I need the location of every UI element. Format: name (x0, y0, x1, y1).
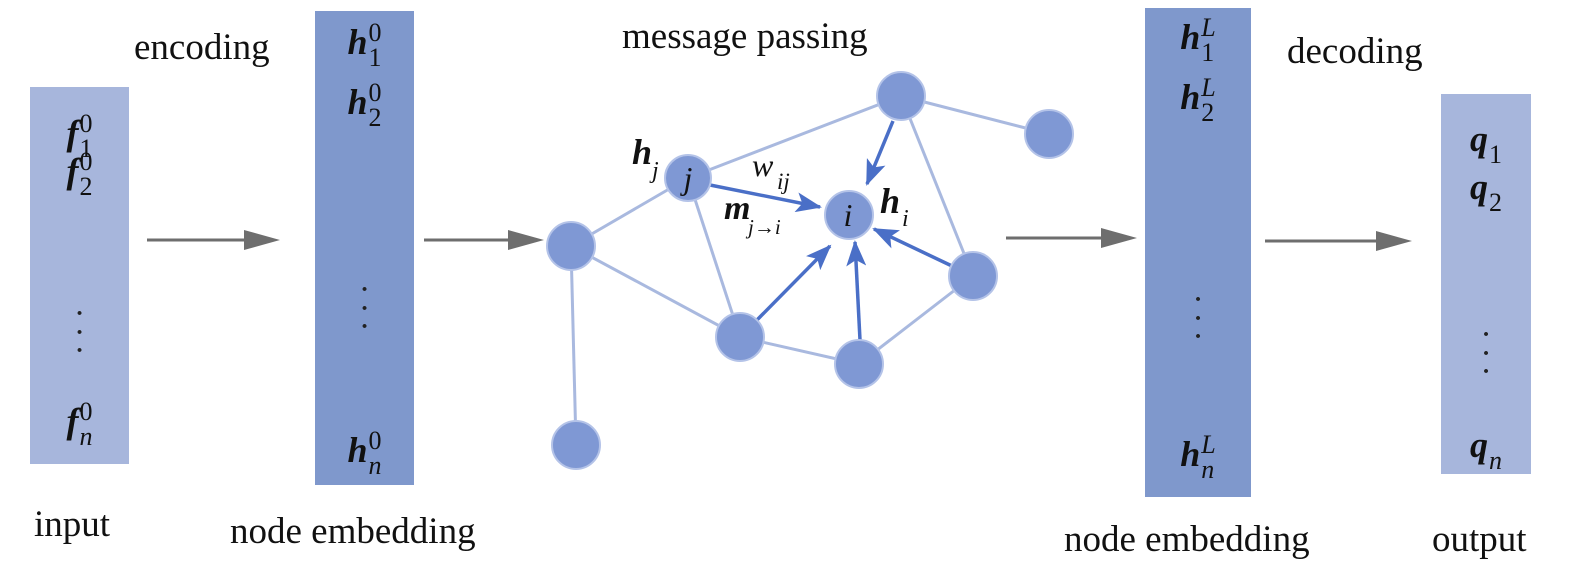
embedding0-ellipsis: ··· (358, 271, 371, 346)
output-label: output (1432, 519, 1527, 560)
h-j-symbol: h (632, 132, 652, 172)
graph-node (834, 339, 884, 389)
message-symbol: m (724, 190, 750, 227)
weight-subscript: ij (777, 169, 790, 194)
graph-node (715, 312, 765, 362)
message-arrow (865, 120, 895, 186)
node-embedding-label-right: node embedding (1064, 519, 1310, 560)
h-j-subscript: j (649, 158, 659, 184)
message-arrow (755, 244, 832, 322)
graph-node (546, 221, 596, 271)
edge (899, 95, 975, 277)
graph-node (551, 420, 601, 470)
decoding-label: decoding (1287, 31, 1423, 72)
weight-symbol: w (752, 147, 774, 183)
message-subscript: j→i (745, 215, 781, 239)
input-ellipsis: ··· (73, 295, 86, 370)
h-i-symbol: h (880, 181, 900, 221)
message-arrow (872, 227, 953, 268)
edge (570, 244, 741, 339)
message-passing-label: message passing (622, 16, 868, 57)
graph-node (1024, 109, 1074, 159)
node-j-label: j (680, 160, 693, 196)
embeddingL-ellipsis: ··· (1192, 281, 1204, 356)
node-embedding-label-left: node embedding (230, 511, 476, 552)
message-arrows (709, 120, 953, 341)
flow-arrow-to-graph (424, 230, 544, 250)
edge (686, 177, 742, 338)
flow-arrow-encoding (147, 230, 280, 250)
h-i-subscript: i (902, 206, 909, 232)
node-i-label: i (844, 197, 853, 233)
edge (900, 94, 1050, 136)
input-label: input (34, 504, 111, 545)
graph-node-j (664, 154, 712, 202)
output-vector-1: q​1 (1470, 118, 1502, 169)
output-ellipsis: ··· (1480, 316, 1492, 391)
edge (569, 245, 578, 446)
graph-nodes (546, 71, 1074, 470)
graph-node-i (824, 190, 874, 240)
output-column: q​1 q​2 ··· q​n (1441, 94, 1531, 474)
flow-arrow-from-graph (1006, 228, 1137, 248)
message-arrow (846, 240, 867, 341)
encoding-label: encoding (134, 27, 270, 68)
message-arrow-j-to-i (709, 183, 822, 213)
graph-node (948, 251, 998, 301)
output-vector-2: q​2 (1470, 166, 1502, 217)
edge (687, 94, 902, 180)
flow-arrow-decoding (1265, 231, 1412, 251)
graph-node (876, 71, 926, 121)
output-vector-n: q​n (1470, 424, 1502, 475)
